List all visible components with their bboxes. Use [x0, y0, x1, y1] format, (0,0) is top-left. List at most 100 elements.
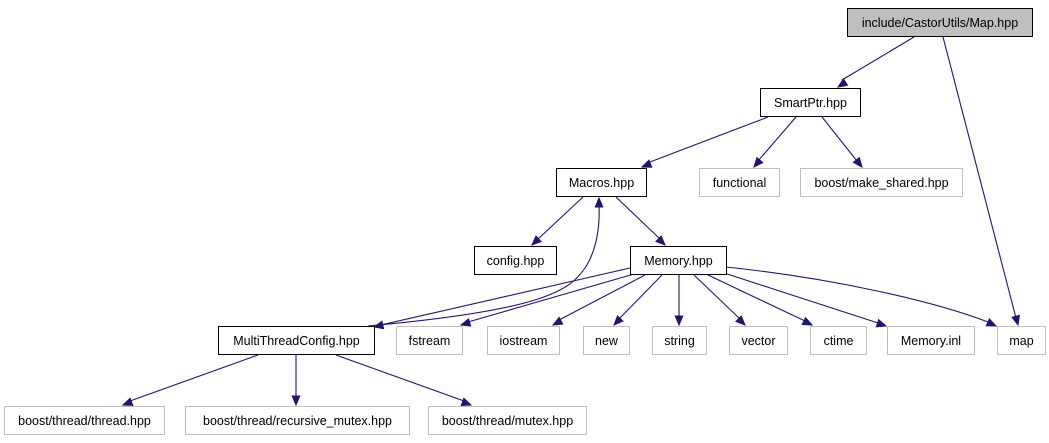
- arrowhead: [801, 316, 814, 326]
- arrowhead: [674, 315, 684, 327]
- node-box: [396, 326, 463, 355]
- node-box: [760, 88, 861, 117]
- arrowhead: [852, 156, 863, 169]
- node-label: Macros.hpp: [569, 176, 634, 190]
- node-box: [847, 8, 1033, 37]
- node-label: boost/thread/mutex.hpp: [442, 414, 573, 428]
- edge-mtconfig-to-recursive_mutex: [291, 355, 301, 407]
- edge-memory-to-iostream: [551, 274, 646, 326]
- edge-memory-to-memory_inl: [720, 271, 888, 328]
- node-label: boost/make_shared.hpp: [814, 176, 948, 190]
- node-iostream: iostream: [487, 326, 560, 355]
- node-box: [185, 406, 410, 435]
- node-mutex: boost/thread/mutex.hpp: [428, 406, 587, 435]
- node-box: [729, 326, 788, 355]
- edge-memory-to-mtconfig: [372, 267, 631, 330]
- node-box: [699, 168, 780, 197]
- node-label: include/CastorUtils/Map.hpp: [862, 16, 1018, 30]
- node-new: new: [583, 326, 630, 355]
- edge-memory-to-string: [674, 275, 684, 327]
- edge-memory-to-map: [725, 266, 998, 327]
- arrowhead: [291, 395, 301, 407]
- node-memory-inl: Memory.inl: [887, 326, 975, 355]
- arrowhead: [460, 397, 473, 406]
- node-label: Memory.hpp: [644, 254, 713, 268]
- arrowhead: [372, 320, 385, 330]
- edge-mtconfig-to-thread: [121, 354, 259, 406]
- node-vector: vector: [729, 326, 788, 355]
- node-make-shared: boost/make_shared.hpp: [800, 168, 963, 197]
- node-box: [4, 406, 165, 435]
- node-string: string: [652, 326, 707, 355]
- node-mtconfig[interactable]: MultiThreadConfig.hpp: [218, 326, 375, 355]
- node-label: SmartPtr.hpp: [774, 96, 847, 110]
- node-recursive-mutex: boost/thread/recursive_mutex.hpp: [185, 406, 410, 435]
- node-box: [800, 168, 963, 197]
- node-label: string: [664, 334, 695, 348]
- node-label: MultiThreadConfig.hpp: [233, 334, 360, 348]
- edge-mtconfig-to-macros: [367, 196, 604, 327]
- nodes-layer: include/CastorUtils/Map.hppSmartPtr.hppM…: [4, 8, 1046, 435]
- arrowhead: [459, 317, 472, 327]
- node-map: map: [997, 326, 1046, 355]
- node-fstream: fstream: [396, 326, 463, 355]
- node-smartptr[interactable]: SmartPtr.hpp: [760, 88, 861, 117]
- node-config[interactable]: config.hpp: [474, 246, 557, 275]
- arrowhead: [613, 314, 624, 326]
- node-label: Memory.inl: [901, 334, 961, 348]
- edge-map_hpp-to-map: [942, 36, 1021, 327]
- node-label: iostream: [500, 334, 548, 348]
- arrowhead: [531, 235, 543, 246]
- node-label: boost/thread/thread.hpp: [18, 414, 151, 428]
- node-ctime: ctime: [810, 326, 867, 355]
- node-thread: boost/thread/thread.hpp: [4, 406, 165, 435]
- edge-macros-to-config: [531, 196, 584, 246]
- node-label: functional: [713, 176, 767, 190]
- arrowhead: [875, 318, 888, 328]
- node-box: [652, 326, 707, 355]
- node-memory[interactable]: Memory.hpp: [630, 246, 727, 275]
- edge-smartptr-to-functional: [753, 116, 797, 168]
- node-box: [997, 326, 1046, 355]
- node-label: ctime: [824, 334, 854, 348]
- node-box: [428, 406, 587, 435]
- arrowhead: [735, 315, 746, 326]
- edge-smartptr-to-macros: [640, 116, 769, 168]
- arrowhead: [753, 156, 764, 168]
- edge-memory-to-new: [613, 274, 663, 326]
- arrowhead: [121, 397, 134, 406]
- node-box: [887, 326, 975, 355]
- node-box: [474, 246, 557, 275]
- edge-memory-to-ctime: [707, 274, 814, 326]
- edges-layer: [121, 36, 1021, 407]
- node-box: [556, 168, 647, 197]
- edge-memory-to-vector: [693, 274, 746, 326]
- arrowhead: [1011, 314, 1021, 327]
- arrowhead: [985, 317, 998, 327]
- node-box: [630, 246, 727, 275]
- arrowhead: [594, 196, 604, 208]
- edge-macros-to-memory: [615, 196, 666, 246]
- arrowhead: [655, 235, 666, 246]
- arrowhead: [836, 77, 849, 88]
- node-label: new: [595, 334, 619, 348]
- node-box: [810, 326, 867, 355]
- arrowhead: [551, 316, 564, 326]
- node-box: [218, 326, 375, 355]
- node-box: [583, 326, 630, 355]
- node-macros[interactable]: Macros.hpp: [556, 168, 647, 197]
- node-map-hpp[interactable]: include/CastorUtils/Map.hpp: [847, 8, 1033, 37]
- edge-mtconfig-to-mutex: [335, 354, 473, 406]
- edge-smartptr-to-make_shared: [821, 116, 863, 169]
- node-label: map: [1009, 334, 1033, 348]
- arrowhead: [640, 159, 653, 168]
- node-functional: functional: [699, 168, 780, 197]
- edge-memory-to-fstream: [459, 273, 635, 327]
- node-box: [487, 326, 560, 355]
- node-label: boost/thread/recursive_mutex.hpp: [203, 414, 392, 428]
- node-label: fstream: [409, 334, 451, 348]
- node-label: config.hpp: [487, 254, 545, 268]
- node-label: vector: [741, 334, 775, 348]
- edge-map_hpp-to-smartptr: [836, 36, 915, 88]
